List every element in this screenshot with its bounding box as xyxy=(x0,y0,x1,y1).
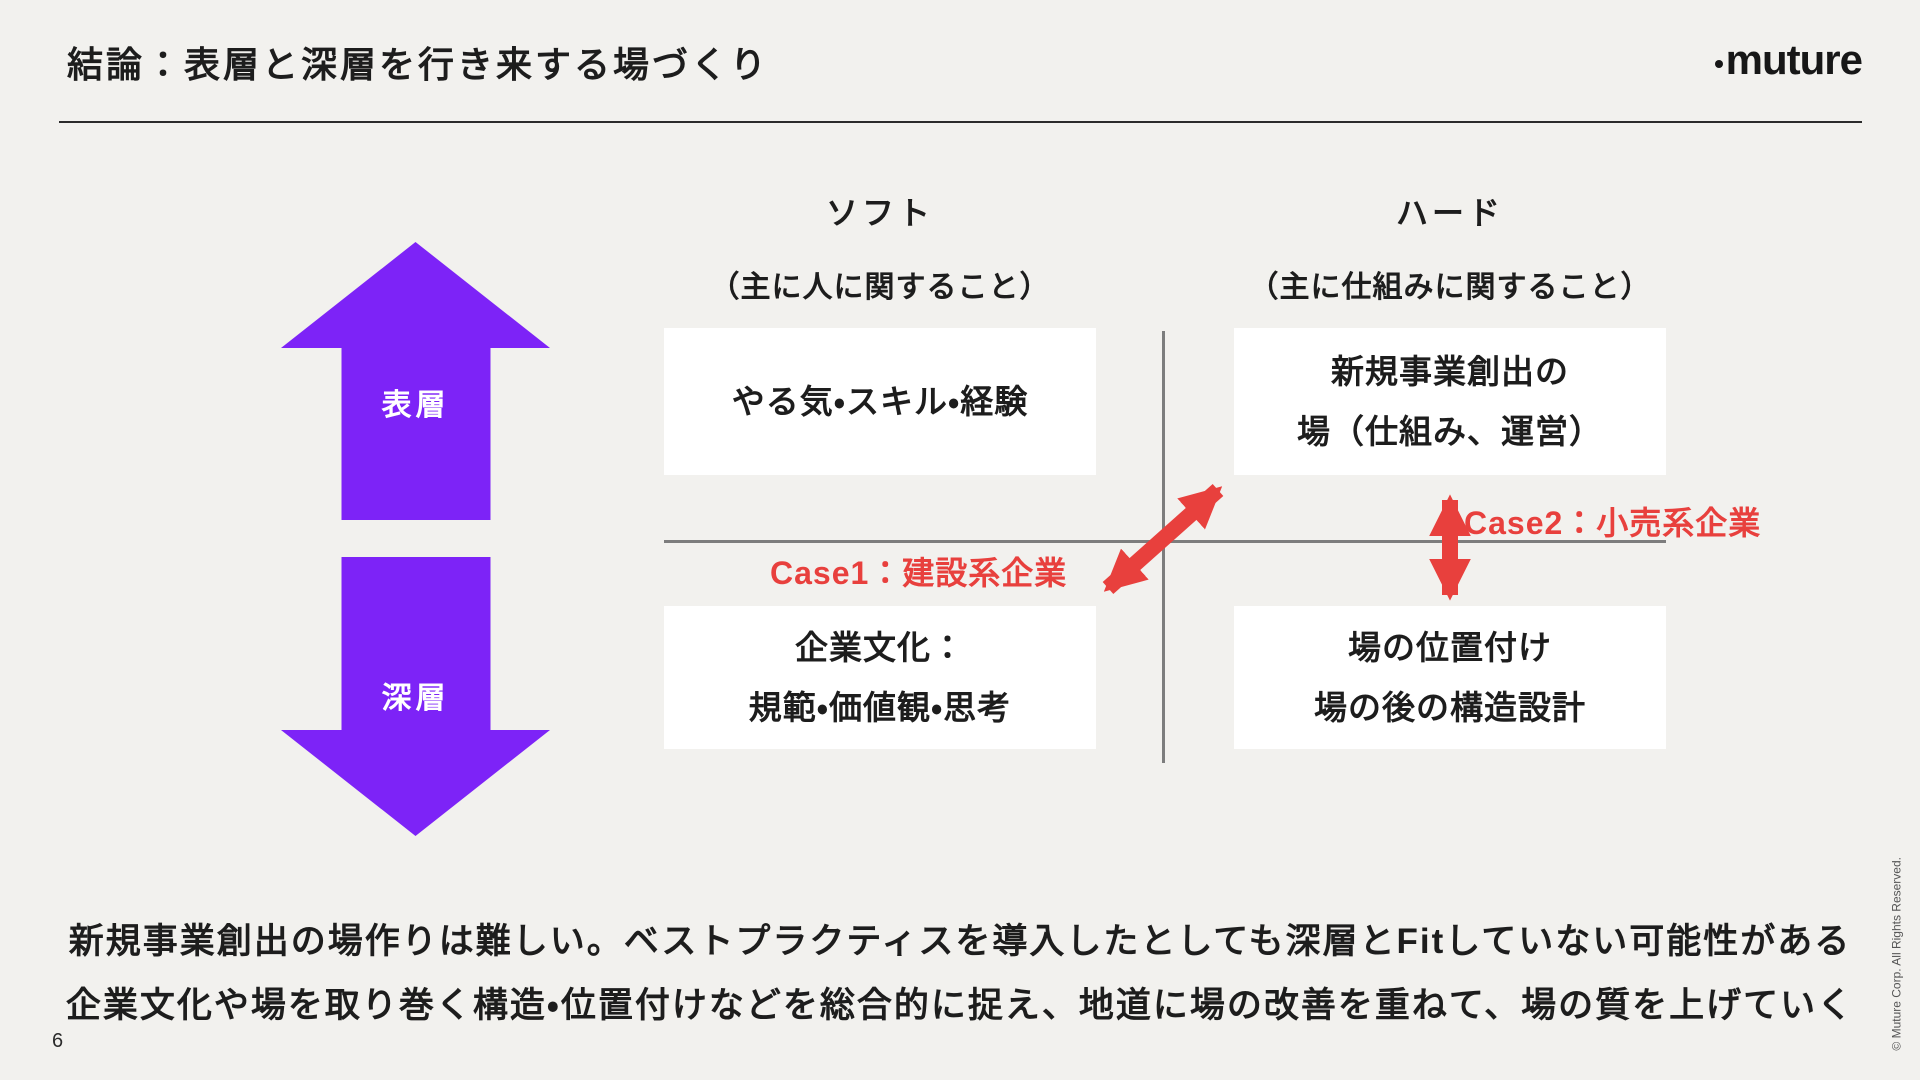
title-divider xyxy=(59,121,1862,123)
cell-line: やる気・スキル・経験 xyxy=(731,382,1029,420)
matrix-cell-bottom-left: 企業文化： 規範・価値観・思考 xyxy=(664,606,1096,749)
case2-label: Case2：小売系企業 xyxy=(1464,505,1762,541)
muture-logo: muture xyxy=(1714,36,1863,84)
column-subtitle-soft: （主に人に関すること） xyxy=(709,271,1051,304)
copyright-text: © Muture Corp. All Rights Reserved. xyxy=(1890,857,1904,1051)
cell-line: 新規事業創出の xyxy=(1331,352,1569,390)
vertical-divider xyxy=(1162,331,1165,763)
logo-text: muture xyxy=(1725,36,1863,83)
matrix-cell-bottom-right: 場の位置付け 場の後の構造設計 xyxy=(1234,606,1666,749)
cell-line: 場の位置付け xyxy=(1348,628,1552,666)
column-header-soft: ソフト （主に人に関すること） xyxy=(664,188,1096,306)
column-header-hard: ハード （主に仕組みに関すること） xyxy=(1234,188,1666,306)
page-title: 結論：表層と深層を行き来する場づくり xyxy=(67,44,770,85)
logo-dot-icon xyxy=(1714,60,1723,68)
matrix-cell-top-right: 新規事業創出の 場（仕組み、運営） xyxy=(1234,328,1666,475)
cell-line: 場（仕組み、運営） xyxy=(1297,412,1603,450)
column-title-hard: ハード xyxy=(1395,195,1504,231)
surface-layer-arrow: 表層 xyxy=(281,242,550,520)
case1-label: Case1：建設系企業 xyxy=(770,555,1068,591)
deep-layer-arrow: 深層 xyxy=(281,557,550,836)
matrix-cell-top-left: やる気・スキル・経験 xyxy=(664,328,1096,475)
down-arrow-icon xyxy=(281,557,550,836)
cell-line: 場の後の構造設計 xyxy=(1314,688,1586,726)
surface-layer-label: 表層 xyxy=(381,389,450,422)
up-arrow-icon xyxy=(281,242,550,520)
column-title-soft: ソフト xyxy=(825,195,934,231)
cell-line: 規範・価値観・思考 xyxy=(748,688,1012,726)
deep-layer-label: 深層 xyxy=(381,682,450,715)
summary-line-1: 新規事業創出の場作りは難しい。ベストプラクティスを導入したとしても深層とFitし… xyxy=(68,922,1852,961)
summary-line-2: 企業文化や場を取り巻く構造・位置付けなどを総合的に捉え、地道に場の改善を重ねて、… xyxy=(65,986,1855,1025)
summary-text: 新規事業創出の場作りは難しい。ベストプラクティスを導入したとしても深層とFitし… xyxy=(0,910,1920,1038)
column-subtitle-hard: （主に仕組みに関すること） xyxy=(1248,271,1652,304)
cell-line: 企業文化： xyxy=(795,628,965,666)
page-number: 6 xyxy=(52,1030,64,1052)
